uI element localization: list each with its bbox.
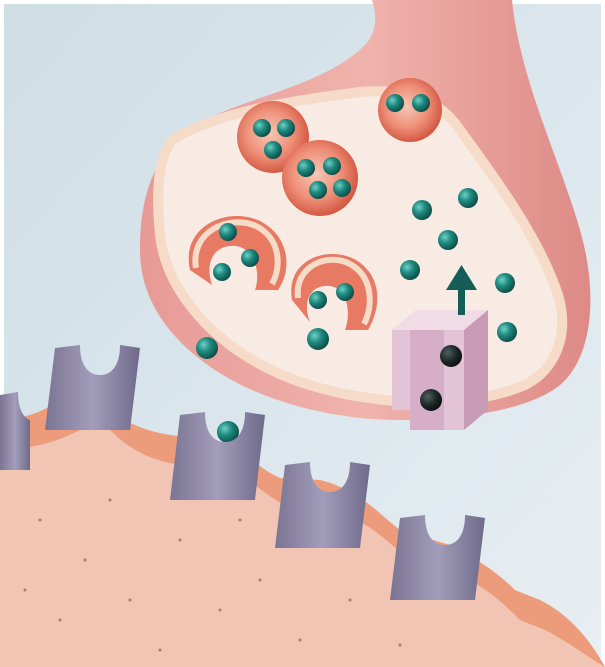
vesicle [378,78,442,142]
vesicle [282,140,358,216]
